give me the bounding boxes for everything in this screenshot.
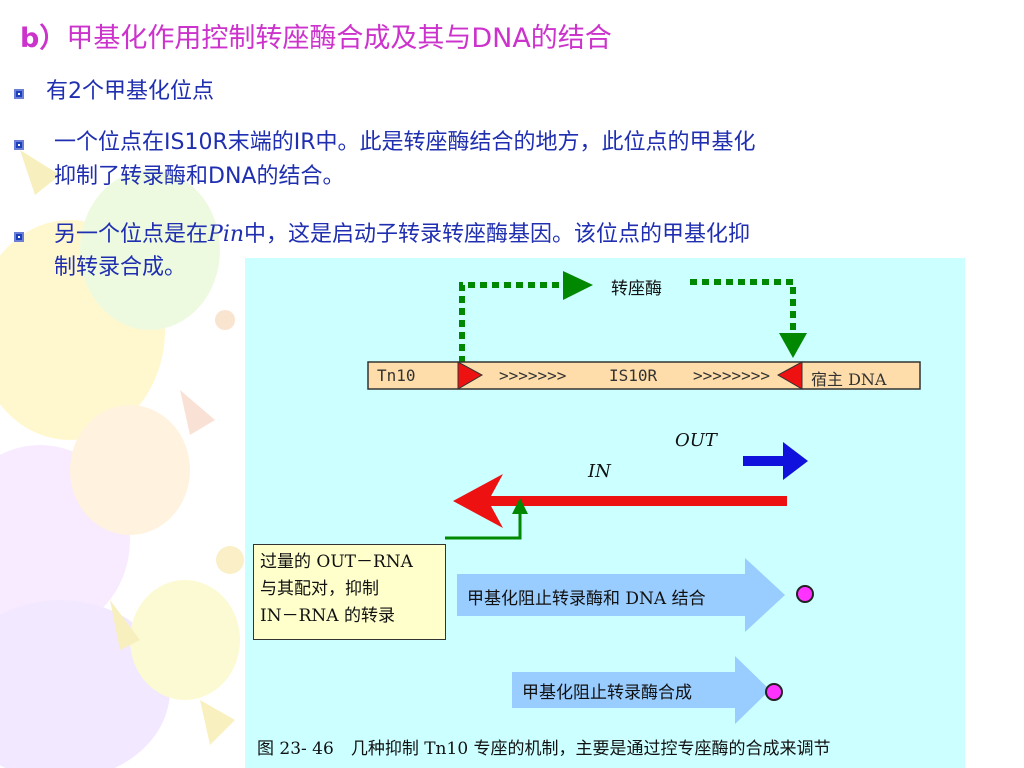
- dna-tn10-label: Tn10: [377, 366, 416, 385]
- figure-caption: 图 23- 46 几种抑制 Tn10 专座的机制，主要是通过控专座酶的合成来调节: [257, 739, 831, 759]
- bullet-3-line1: 另一个位点是在Pin中，这是启动子转录转座酶基因。该位点的甲基化抑: [54, 222, 751, 247]
- note-line-2: 与其配对，抑制: [260, 579, 379, 599]
- green-arrowhead-right: [563, 271, 593, 300]
- green-arrowhead-down: [779, 333, 807, 358]
- dna-left-arrows: >>>>>>>: [499, 366, 567, 385]
- bullet-icon: [14, 140, 24, 150]
- in-arrow-head: [453, 474, 503, 528]
- bullet-1-text: 有2个甲基化位点: [46, 79, 214, 104]
- dna-right-arrows: >>>>>>>>: [693, 366, 771, 385]
- inhibit-arrowhead: [512, 498, 528, 514]
- transposase-path: [459, 279, 796, 363]
- bullet-icon: [14, 89, 24, 99]
- bullet-icon: [14, 232, 24, 242]
- bullet-3-line2: 制转录合成。: [54, 255, 187, 280]
- arrow-box-2: 甲基化阻止转录酶合成: [512, 672, 772, 708]
- bullet-2-line1: 一个位点在IS10R末端的IR中。此是转座酶结合的地方，此位点的甲基化: [54, 130, 756, 155]
- note-line-1: 过量的 OUT－RNA: [260, 552, 413, 572]
- note-line-3: IN－RNA 的转录: [260, 606, 395, 626]
- slide-title: b）甲基化作用控制转座酶合成及其与DNA的结合: [20, 16, 612, 55]
- arrow-box-2-text: 甲基化阻止转录酶合成: [522, 683, 692, 703]
- in-arrow-shaft: [485, 496, 787, 506]
- arrow-box-1: 甲基化阻止转录酶和 DNA 结合: [457, 574, 787, 616]
- out-label: OUT: [675, 430, 717, 451]
- arrow-box-1-shape: [457, 558, 785, 632]
- ir-left-triangle: [457, 361, 484, 390]
- arrow-box-2-shape: [512, 656, 770, 724]
- out-rna-note-box: 过量的 OUT－RNA 与其配对，抑制 IN－RNA 的转录: [253, 544, 446, 640]
- dna-is10r-label: IS10R: [609, 366, 658, 385]
- figure-panel: 转座酶 Tn10 >>>>>>> IS10R >>>>>>>> 宿主 DNA O…: [245, 258, 965, 768]
- bullet-2-line2: 抑制了转录酶和DNA的结合。: [54, 164, 345, 189]
- title-text: 甲基化作用控制转座酶合成及其与DNA的结合: [66, 23, 612, 54]
- methyl-dot-1: [796, 585, 814, 603]
- ir-right-triangle: [776, 361, 803, 390]
- in-label: IN: [588, 461, 611, 482]
- host-dna-label: 宿主 DNA: [811, 370, 887, 389]
- inhibit-line: [445, 508, 522, 540]
- transposase-label: 转座酶: [611, 279, 662, 299]
- methyl-dot-2: [765, 683, 783, 701]
- title-label: b）: [20, 23, 67, 54]
- arrow-box-1-text: 甲基化阻止转录酶和 DNA 结合: [467, 589, 706, 609]
- out-arrow: [743, 442, 808, 480]
- figure-diagram: [367, 271, 921, 724]
